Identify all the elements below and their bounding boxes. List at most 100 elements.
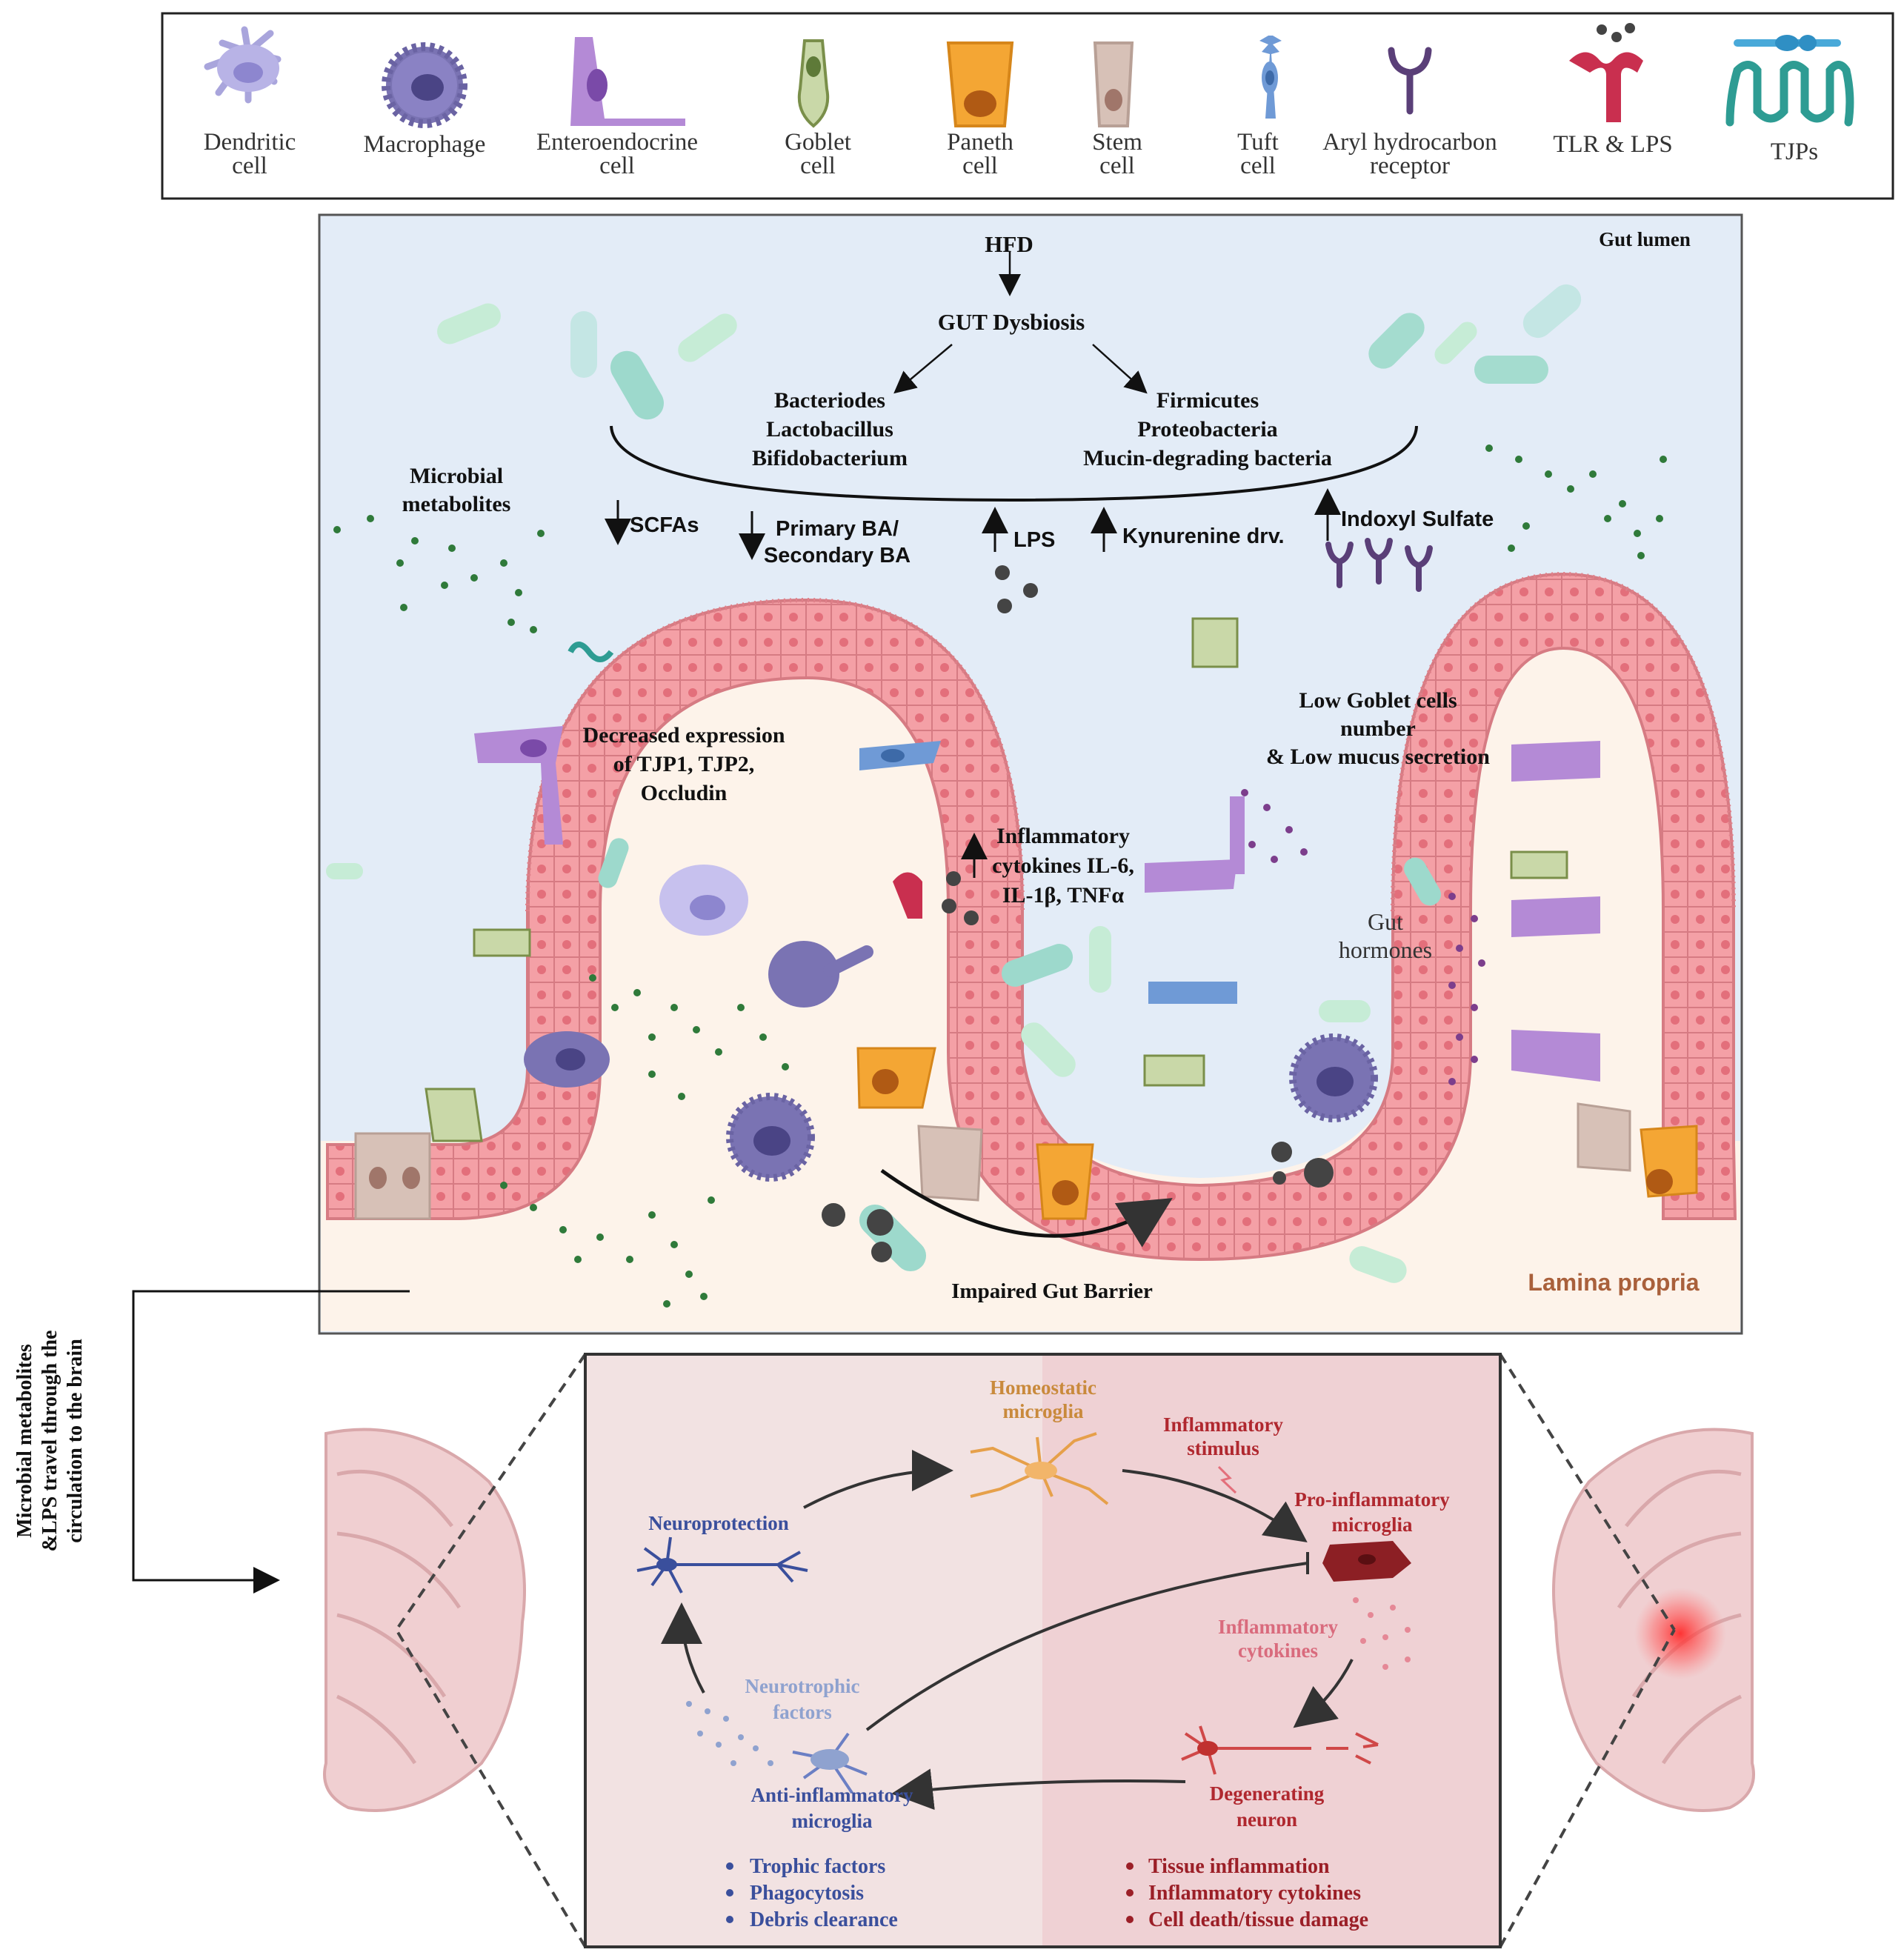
neurotrophic-factors-line-1: Neurotrophic <box>745 1675 860 1697</box>
inflammatory-cytokine-dots <box>1353 1597 1411 1670</box>
indoxyl-sulfate-label: Indoxyl Sulfate <box>1341 507 1494 531</box>
goblet-low-line-1: Low Goblet cells <box>1299 688 1457 713</box>
neuroprotection-line-1: Neuroprotection <box>648 1512 788 1534</box>
change-arrows <box>605 488 1341 878</box>
pro-inflammatory-microglia-icon <box>1322 1541 1411 1582</box>
anti-inflammatory-microglia-line-1: Anti-inflammatory <box>751 1784 913 1806</box>
anti-inflammatory-effect-3: Debris clearance <box>750 1908 898 1931</box>
homeostatic-microglia-icon <box>970 1432 1109 1505</box>
circulation-label-rotated: Microbial metabolites&LPS travel through… <box>13 1331 87 1552</box>
bullet-dot <box>1126 1889 1134 1897</box>
gut-panel: HFD GUT Dysbiosis BacteriodesLactobacill… <box>318 213 1743 1335</box>
macrophage-icon <box>382 42 467 128</box>
paneth-cell-icon <box>946 41 1014 127</box>
brain-panel: HomeostaticmicrogliaInflammatorystimulus… <box>323 1353 1755 1948</box>
aryl-receptors-gut <box>1325 538 1433 592</box>
legend-label-macrophage-line-1: Macrophage <box>364 131 486 158</box>
anti-inflammatory-effect-2: Phagocytosis <box>750 1882 864 1905</box>
legend-label-goblet-cell-line-2: cell <box>800 153 836 179</box>
macrophage-gut <box>524 941 1378 1182</box>
bullet-dot <box>726 1862 733 1870</box>
goblet-low-line-2: number <box>1340 716 1416 741</box>
bullet-dot <box>726 1916 733 1923</box>
inflammatory-cytokines-brain-line-2: cytokines <box>1238 1639 1318 1662</box>
goblet-low-label: Low Goblet cells number & Low mucus secret… <box>1266 688 1490 769</box>
inflammatory-cytokines-line-3: IL-1β, TNFα <box>1002 883 1124 908</box>
legend-label-aryl-hydrocarbon-receptor-line-2: receptor <box>1370 153 1450 179</box>
legend-label-stem-cell-line-1: Stem <box>1092 129 1142 156</box>
neurotrophic-factor-dots <box>686 1701 773 1766</box>
homeostatic-microglia-line-2: microglia <box>1003 1400 1084 1422</box>
bile-acid-label: Primary BA/Secondary BA <box>764 517 911 567</box>
microbial-metabolites-line-1: Microbial <box>410 464 503 488</box>
epithelial-special-cells <box>354 617 1698 1220</box>
enteroendocrine-cell-icon <box>570 37 685 126</box>
decreased-bacteria-line-3: Bifidobacterium <box>752 446 908 470</box>
circulation-line-3: circulation to the brain <box>64 1339 87 1543</box>
inflammatory-cytokines-brain-line-1: Inflammatory <box>1218 1616 1338 1638</box>
pro-inflammatory-effect-1: Tissue inflammation <box>1148 1855 1330 1878</box>
increased-bacteria-list: FirmicutesProteobacteriaMucin-degrading … <box>1083 388 1332 470</box>
neuroprotective-neuron-icon <box>636 1536 808 1594</box>
dendritic-cell-icon <box>204 26 282 104</box>
legend-label-paneth-cell-line-2: cell <box>962 153 998 179</box>
lamina-propria-label: Lamina propria <box>1528 1269 1699 1296</box>
tlr-lps-icon <box>1569 23 1643 122</box>
pro-inflammatory-effect-3: Cell death/tissue damage <box>1148 1908 1368 1931</box>
gut-hormone-dots <box>1241 789 1485 1085</box>
legend-label-stem-cell-line-2: cell <box>1099 153 1135 179</box>
microbial-metabolite-dots <box>333 444 1667 1308</box>
inflammatory-stimulus-line-1: Inflammatory <box>1163 1413 1283 1436</box>
legend-label-dendritic-cell-line-2: cell <box>232 153 267 179</box>
circulation-label: Microbial metabolites&LPS travel through… <box>13 1331 87 1552</box>
anti-inflammatory-microglia-line-2: microglia <box>792 1810 873 1832</box>
pro-inflammatory-microglia-line-2: microglia <box>1332 1514 1413 1536</box>
legend-label-paneth-cell-line-1: Paneth <box>947 129 1013 156</box>
cycle-arrows <box>661 1450 1354 1811</box>
brain-right-icon <box>1552 1428 1755 1812</box>
hfd-label: HFD <box>985 231 1033 257</box>
dysbiosis-label: GUT Dysbiosis <box>938 309 1085 335</box>
tuft-cell-icon <box>1259 36 1282 119</box>
brain-left-icon <box>323 1428 526 1812</box>
lps-particles <box>822 565 1334 1262</box>
tjp-decrease-line-2: of TJP1, TJP2, <box>613 752 755 776</box>
degenerating-neuron-line-1: Degenerating <box>1210 1782 1325 1805</box>
gut-hormones-line-1: Gut <box>1368 908 1403 935</box>
goblet-low-line-3: & Low mucus secretion <box>1266 745 1490 769</box>
increased-bacteria-line-3: Mucin-degrading bacteria <box>1083 446 1332 470</box>
legend-label-tjp-line-1: TJPs <box>1771 139 1818 165</box>
legend-label-tuft-cell-line-1: Tuft <box>1237 129 1279 156</box>
legend-label-enteroendocrine-cell-line-2: cell <box>599 153 635 179</box>
inflammatory-cytokines-line-2: cytokines IL-6, <box>992 853 1134 878</box>
circulation-line-1: Microbial metabolites <box>13 1344 36 1538</box>
bile-acid-line-2: Secondary BA <box>764 544 911 567</box>
decreased-bacteria-line-1: Bacteriodes <box>774 388 885 413</box>
intestinal-epithelium <box>326 572 1737 1262</box>
pro-inflammatory-microglia-line-1: Pro-inflammatory <box>1294 1488 1450 1511</box>
legend-label-aryl-hydrocarbon-receptor-line-1: Aryl hydrocarbon <box>1322 129 1497 156</box>
legend-label-tlr-lps-line-1: TLR & LPS <box>1553 131 1672 158</box>
homeostatic-microglia-line-1: Homeostatic <box>990 1376 1096 1399</box>
impaired-barrier-arrow <box>880 1168 1173 1248</box>
brain-text-group: HomeostaticmicrogliaInflammatorystimulus… <box>648 1376 1450 1931</box>
goblet-cell-icon <box>797 39 830 128</box>
gut-lumen-label: Gut lumen <box>1599 228 1691 250</box>
gut-brain-connector: Microbial metabolites&LPS travel through… <box>13 1290 410 1594</box>
tjp-icon <box>1725 35 1854 127</box>
gut-bacteria <box>326 284 1582 1283</box>
decreased-bacteria-line-2: Lactobacillus <box>766 417 893 442</box>
increased-bacteria-line-1: Firmicutes <box>1156 388 1259 413</box>
dendritic-cell-gut <box>659 865 748 936</box>
bullet-dot <box>726 1889 733 1897</box>
inflammatory-stimulus-line-2: stimulus <box>1187 1437 1259 1459</box>
tjp-decrease-line-3: Occludin <box>641 781 728 805</box>
